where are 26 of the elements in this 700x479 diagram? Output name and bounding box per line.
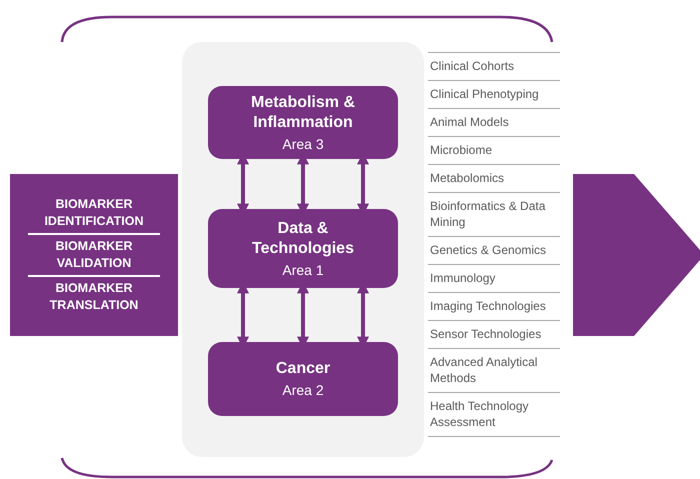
- topic-label: Imaging Technologies: [428, 292, 560, 320]
- topic-label: Health Technology Assessment: [428, 392, 560, 436]
- topic-label: Genetics & Genomics: [428, 236, 560, 264]
- stage-box: [10, 174, 178, 336]
- area-number: Area 3: [282, 134, 324, 152]
- topic-label: Sensor Technologies: [428, 320, 560, 348]
- topic-label: Clinical Phenotyping: [428, 80, 560, 108]
- topic-label: Animal Models: [428, 108, 560, 136]
- panel-background: [182, 42, 424, 457]
- area-number: Area 2: [282, 381, 324, 399]
- area-box: [208, 86, 398, 159]
- stage-label: BIOMARKER IDENTIFICATION: [43, 196, 145, 230]
- topic-label: Advanced Analytical Methods: [428, 348, 560, 392]
- topic-label: Clinical Cohorts: [428, 52, 560, 80]
- area-box: [208, 342, 398, 416]
- topic-label: Microbiome: [428, 136, 560, 164]
- topic-label: Metabolomics: [428, 164, 560, 192]
- area-box: [208, 209, 398, 288]
- area-title: Data & Technologies: [251, 218, 355, 258]
- stage-label: BIOMARKER TRANSLATION: [28, 275, 160, 317]
- topic-label: Bioinformatics & Data Mining: [428, 192, 560, 236]
- area-title: Cancer: [276, 359, 330, 379]
- topic-label: Immunology: [428, 264, 560, 292]
- stage-label: BIOMARKER VALIDATION: [28, 233, 160, 275]
- area-title: Metabolism & Inflammation: [250, 92, 356, 132]
- area-number: Area 1: [282, 260, 324, 278]
